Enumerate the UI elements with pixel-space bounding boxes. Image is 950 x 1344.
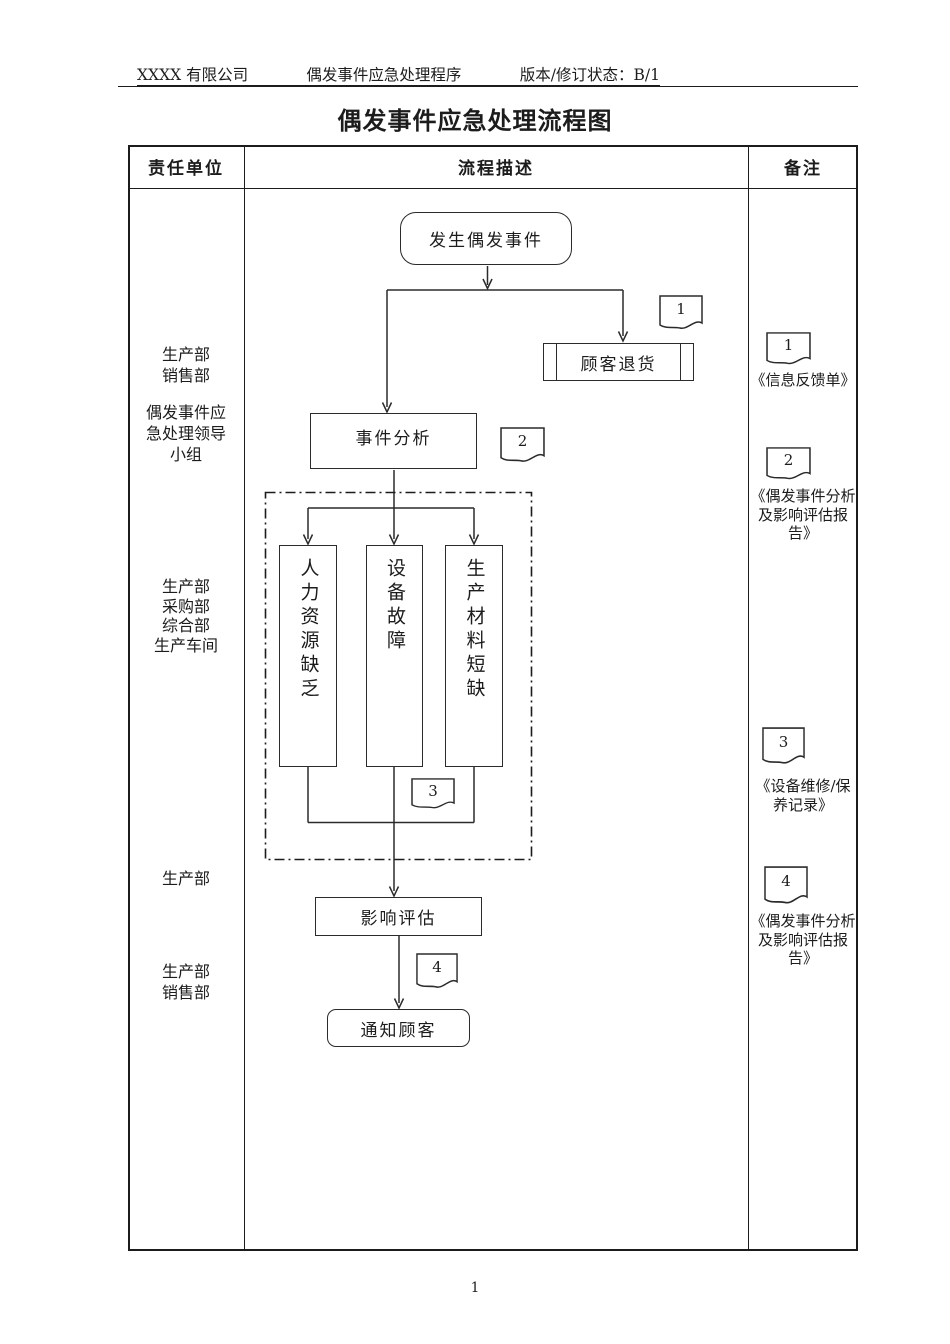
customer-return-node: 顾客退货 <box>543 343 694 381</box>
remark-doc-1: 1 <box>766 332 811 368</box>
cause-hr-label: 人力资源缺乏 <box>297 558 320 702</box>
remark-doc-2-number: 2 <box>783 451 794 470</box>
flow-doc-tag-2-number: 2 <box>517 432 528 451</box>
cause-material-node: 生产材料短缺 <box>445 545 503 767</box>
remark-doc-2: 2 <box>766 447 811 483</box>
remark-doc-4: 4 <box>764 866 808 908</box>
column-header-process-description: 流程描述 <box>458 159 534 179</box>
responsibility-label-5: 生产部 销售部 <box>161 962 210 1002</box>
document-icon <box>764 866 808 904</box>
header-procedure-title: 偶发事件应急处理程序 <box>306 66 462 84</box>
column-header-remarks: 备注 <box>784 159 822 179</box>
flow-doc-tag-4-number: 4 <box>432 958 442 977</box>
flow-doc-tag-1-number: 1 <box>676 299 686 318</box>
flow-doc-tag-3: 3 <box>411 778 455 812</box>
header-company: XXXX 有限公司 <box>137 66 249 84</box>
remark-label-4: 《偶发事件分析 及影响评估报 告》 <box>750 912 856 967</box>
customer-return-label: 顾客退货 <box>580 354 657 375</box>
cause-equipment-node: 设备故障 <box>366 545 423 767</box>
impact-assessment-node: 影响评估 <box>315 897 482 936</box>
document-icon <box>416 953 458 988</box>
cause-hr-node: 人力资源缺乏 <box>279 545 337 767</box>
flow-doc-tag-3-number: 3 <box>428 781 438 800</box>
start-node: 发生偶发事件 <box>400 212 572 265</box>
responsibility-label-1: 生产部 销售部 <box>161 345 210 385</box>
table-column-divider-right <box>748 145 749 1251</box>
predefined-process-bar-left <box>556 344 557 380</box>
remark-label-3: 《设备维修/保 养记录》 <box>755 777 851 814</box>
event-analysis-node: 事件分析 <box>310 413 477 469</box>
page-header: XXXX 有限公司 偶发事件应急处理程序 版本/修订状态：B/1 <box>137 63 660 86</box>
remark-doc-1-number: 1 <box>783 336 794 355</box>
notify-customer-node: 通知顾客 <box>327 1009 470 1047</box>
remark-doc-4-number: 4 <box>781 872 791 891</box>
responsibility-label-2: 偶发事件应 急处理领导 小组 <box>145 403 226 464</box>
flow-doc-tag-2: 2 <box>500 427 545 466</box>
document-icon <box>411 778 455 809</box>
remark-label-1: 《信息反馈单》 <box>750 371 856 389</box>
predefined-process-bar-right <box>680 344 681 380</box>
document-icon <box>762 727 805 764</box>
cause-material-label: 生产材料短缺 <box>463 558 486 702</box>
document-icon <box>766 447 811 480</box>
document-icon <box>500 427 545 462</box>
header-rule <box>118 86 858 87</box>
header-version-status: 版本/修订状态：B/1 <box>519 66 660 84</box>
table-header-divider <box>128 188 858 189</box>
table-column-divider-left <box>244 145 245 1251</box>
flow-doc-tag-1: 1 <box>659 295 703 333</box>
notify-customer-label: 通知顾客 <box>360 1020 437 1041</box>
cause-equipment-label: 设备故障 <box>384 558 406 654</box>
document-icon <box>659 295 703 329</box>
flow-doc-tag-4: 4 <box>416 953 458 992</box>
impact-assessment-label: 影响评估 <box>360 909 437 929</box>
remark-doc-3-number: 3 <box>778 732 789 751</box>
event-analysis-label: 事件分析 <box>355 428 432 449</box>
page-number: 1 <box>470 1280 480 1296</box>
remark-doc-3: 3 <box>762 727 805 768</box>
start-node-label: 发生偶发事件 <box>429 231 543 251</box>
page-title: 偶发事件应急处理流程图 <box>337 106 613 135</box>
responsibility-label-4: 生产部 <box>161 869 210 888</box>
remark-label-2: 《偶发事件分析 及影响评估报 告》 <box>750 487 856 542</box>
document-icon <box>766 332 811 365</box>
flowchart-table-frame <box>128 145 858 1251</box>
responsibility-label-3: 生产部 采购部 综合部 生产车间 <box>153 577 218 655</box>
column-header-responsible-unit: 责任单位 <box>148 159 224 179</box>
